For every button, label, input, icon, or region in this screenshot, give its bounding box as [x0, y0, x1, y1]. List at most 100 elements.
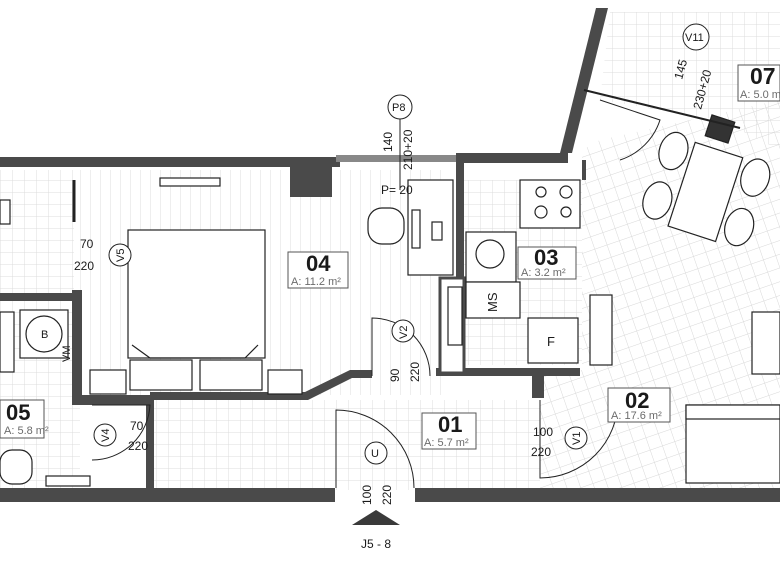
balcony-rail [583, 89, 741, 129]
tag-u: U [371, 448, 379, 460]
burner-4 [560, 206, 572, 218]
monitor [411, 209, 421, 249]
living-furniture [642, 114, 780, 484]
dishwasher [465, 281, 521, 319]
radiator-living [589, 294, 613, 366]
nightstand-right [267, 369, 303, 395]
tag-v11: V11 [685, 32, 704, 44]
mark-f: F [547, 334, 555, 349]
bed [127, 229, 266, 359]
p8-width: 140 [381, 132, 395, 152]
v1-width: 100 [533, 425, 553, 439]
dining-table [642, 131, 771, 247]
toilet [0, 449, 33, 485]
hall-floor [150, 400, 540, 490]
burner-3 [534, 205, 548, 219]
burner-2 [559, 185, 573, 199]
bedroom-furniture [89, 177, 454, 395]
tag-circle-v2 [391, 319, 415, 343]
p8-sill: P= 20 [381, 183, 413, 197]
wall-bottom-left [0, 488, 335, 502]
entrance-arrow-icon [352, 510, 400, 525]
bath-shelf [45, 475, 91, 487]
room-03-number: 03 [534, 245, 558, 270]
mark-vm: VM [61, 346, 73, 363]
room-07-number: 07 [750, 63, 776, 89]
window-p8-sill [336, 155, 456, 162]
cooktop [519, 179, 581, 229]
wall-top-right [456, 153, 568, 163]
room-03-area: A: 3.2 m² [521, 267, 566, 279]
tag-circle-v1 [564, 426, 588, 450]
wall-kitchen-corner [582, 160, 586, 180]
bed-blanket-fold [131, 344, 259, 359]
v11-width: 145 [671, 57, 690, 80]
wall-bath-bottom [72, 395, 154, 405]
room-05-number: 05 [6, 400, 30, 425]
wall-kitchen-bottom [436, 368, 580, 376]
pillow-right [199, 359, 263, 391]
door-u-swing [335, 409, 415, 489]
nightstand-left [89, 369, 127, 395]
left-room-floor [0, 170, 74, 295]
wall-bath-top [0, 293, 80, 301]
opening-tags [93, 23, 710, 465]
column-top [290, 163, 332, 197]
walls [0, 8, 780, 502]
kitchen-fixtures [447, 179, 613, 366]
tag-circle-v11 [682, 23, 710, 51]
sink-bowl [475, 239, 505, 269]
wall-kitchen-left [456, 160, 464, 370]
burner-1 [535, 186, 547, 198]
room-01-area: A: 5.7 m² [424, 437, 469, 449]
washing-drum [25, 315, 63, 353]
office-chair [367, 207, 405, 245]
radiator-bedroom [159, 177, 221, 187]
room-05-area: A: 5.8 m² [4, 425, 49, 437]
room-02-number: 02 [625, 388, 649, 413]
v5-width: 70 [80, 237, 94, 251]
wall-bottom-right [415, 488, 780, 502]
tv-unit [751, 311, 780, 375]
wardrobe-edge [0, 199, 11, 225]
door-v4-swing [91, 404, 151, 461]
fridge [527, 317, 579, 364]
v2-width: 90 [388, 368, 402, 382]
wall-hall-left [146, 395, 154, 490]
tag-v2: V2 [398, 326, 410, 339]
door-v11-swing [599, 99, 661, 161]
tag-circle-v4 [93, 423, 117, 447]
wall-diagonal [560, 8, 608, 153]
room-01-number: 01 [438, 412, 462, 437]
p8-height: 210+20 [401, 129, 415, 170]
tag-p8: P8 [392, 102, 405, 114]
tag-v1: V1 [571, 432, 583, 445]
room-label-boxes [0, 64, 780, 450]
entrance-label: J5 - 8 [361, 537, 391, 551]
wall-bedroom-bottom [150, 370, 372, 400]
bath-tub [0, 311, 15, 373]
wall-bath-right [72, 290, 82, 405]
meter-column [447, 286, 463, 346]
room-04-number: 04 [306, 251, 331, 276]
tag-v4: V4 [100, 429, 112, 442]
keyboard [431, 221, 443, 241]
room-02-area: A: 17.6 m² [611, 410, 662, 422]
wall-stub [532, 368, 544, 398]
u-width: 100 [360, 485, 374, 505]
v1-height: 220 [531, 445, 551, 459]
tag-circle-u [364, 441, 388, 465]
wall-top-left [0, 157, 340, 167]
v4-height: 220 [128, 439, 148, 453]
sofa-back [685, 404, 780, 420]
bathroom-fixtures [0, 199, 91, 487]
balcony-floor [600, 12, 780, 150]
v2-height: 220 [408, 362, 422, 382]
room-04-area: A: 11.2 m² [291, 276, 341, 288]
room-07-area: A: 5.0 m [740, 89, 780, 101]
tag-circle-v5 [108, 243, 132, 267]
pillow-left [129, 359, 193, 391]
v4-width: 70 [130, 419, 144, 433]
tag-v5: V5 [115, 249, 127, 262]
